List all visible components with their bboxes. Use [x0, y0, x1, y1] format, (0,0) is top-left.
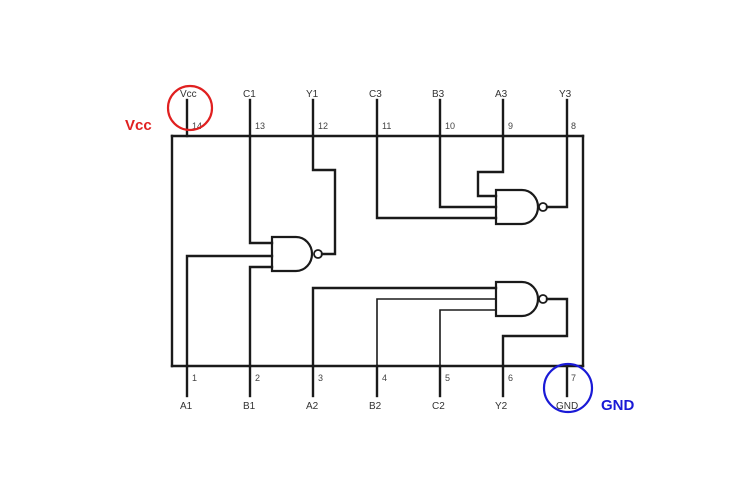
pin-label-c1: C1 [243, 89, 256, 100]
pin-number-5: 5 [445, 373, 450, 383]
pin-number-11: 11 [382, 121, 391, 131]
vcc-highlight-circle [166, 84, 214, 132]
pin-number-4: 4 [382, 373, 387, 383]
gnd-annotation: GND [542, 362, 635, 414]
vcc-annotation: Vcc [125, 84, 214, 134]
pin-label-a3: A3 [495, 89, 508, 100]
gnd-callout-label: GND [601, 397, 635, 414]
pin-label-b2: B2 [369, 401, 382, 412]
pin-number-7: 7 [571, 373, 576, 383]
pin-number-12: 12 [318, 121, 328, 131]
bottom-pin-stubs [185, 364, 569, 398]
pin-label-a2: A2 [306, 401, 319, 412]
pin-label-c2: C2 [432, 401, 445, 412]
pin-label-vcc: Vcc [180, 89, 197, 100]
gate-3-wiring [375, 134, 569, 220]
pin-label-y1: Y1 [306, 89, 319, 100]
pin-label-gnd: GND [556, 401, 578, 412]
pin-number-1: 1 [192, 373, 197, 383]
pin-label-a1: A1 [180, 401, 193, 412]
nand-gate-2 [494, 280, 548, 318]
pin-number-13: 13 [255, 121, 265, 131]
nand-gate-3 [494, 188, 548, 226]
pin-number-9: 9 [508, 121, 513, 131]
pin-label-c3: C3 [369, 89, 382, 100]
pin-label-b3: B3 [432, 89, 445, 100]
pin-number-10: 10 [445, 121, 455, 131]
bottom-pin-labels: A1 B1 A2 B2 C2 Y2 GND [180, 401, 578, 412]
pin-label-y2: Y2 [495, 401, 508, 412]
pin-label-b1: B1 [243, 401, 256, 412]
gate-1-wiring [185, 134, 337, 368]
top-pin-labels: Vcc C1 Y1 C3 B3 A3 Y3 [180, 89, 572, 100]
pin-number-3: 3 [318, 373, 323, 383]
bottom-pin-numbers: 1 2 3 4 5 6 7 [192, 373, 576, 383]
gate-2-wiring [311, 286, 569, 368]
pin-label-y3: Y3 [559, 89, 572, 100]
pin-number-14: 14 [192, 121, 202, 131]
top-pin-numbers: 14 13 12 11 10 9 8 [192, 121, 576, 131]
pin-number-8: 8 [571, 121, 576, 131]
nand-gate-1 [270, 235, 323, 273]
gnd-highlight-circle [542, 362, 594, 414]
pin-number-6: 6 [508, 373, 513, 383]
vcc-callout-label: Vcc [125, 117, 152, 134]
pin-number-2: 2 [255, 373, 260, 383]
top-pin-stubs [185, 98, 569, 138]
